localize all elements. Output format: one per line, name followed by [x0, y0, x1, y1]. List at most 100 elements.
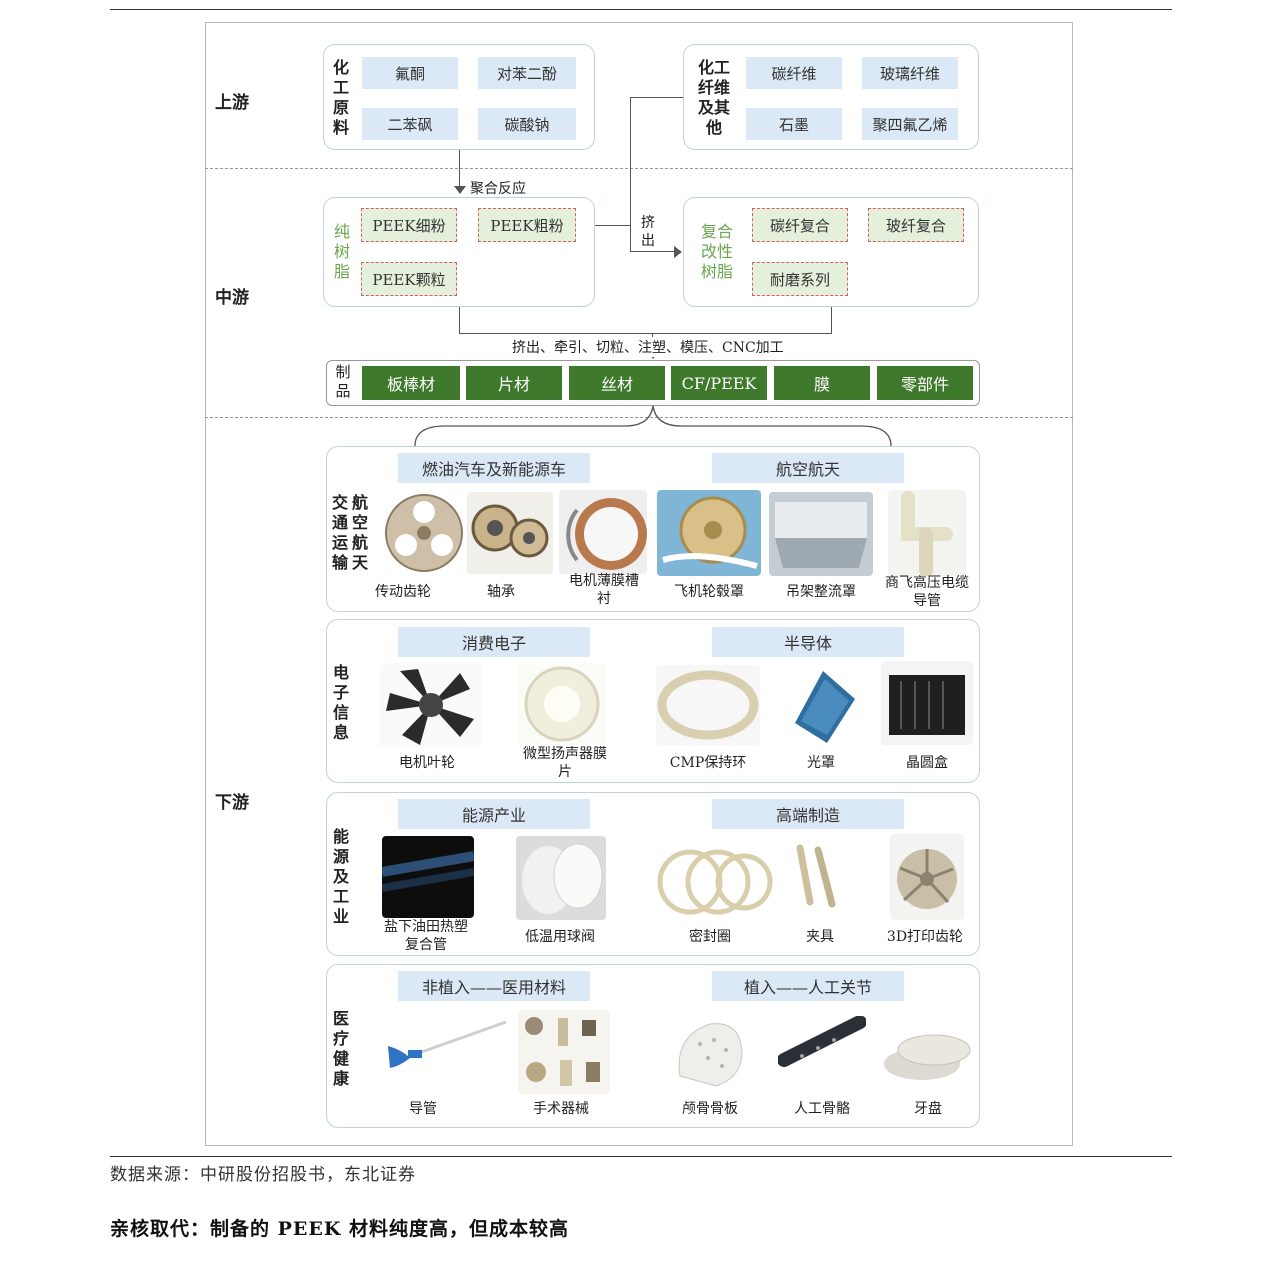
product-plate-rod: 板棒材 [362, 366, 460, 400]
transport-label: 交通运输 [331, 493, 348, 572]
3d-printed-gear-photo [890, 834, 964, 920]
arrowhead-composite [674, 246, 682, 258]
energy-label: 能源及工业 [332, 827, 349, 926]
transport-header-aerospace: 航空航天 [712, 453, 904, 483]
source-note: 数据来源：中研股份招股书，东北证券 [110, 1165, 416, 1185]
caption-cranial-plate: 颅骨骨板 [682, 1101, 738, 1117]
extrusion-note: 挤出 [641, 215, 655, 249]
fiber-item-graphite: 石墨 [746, 108, 842, 140]
transmission-gear-photo [385, 494, 463, 572]
diagram-frame [205, 22, 1073, 1146]
zone-label-upstream: 上游 [215, 93, 249, 113]
connector-composite-down [831, 307, 832, 334]
fiber-item-ptfe: 聚四氟乙烯 [862, 108, 958, 140]
caption-surgical-instruments: 手术器械 [533, 1101, 589, 1117]
fiber-item-glass-fiber: 玻璃纤维 [862, 57, 958, 89]
chem-item-diphenyl-sulfone: 二苯砜 [362, 108, 458, 140]
medical-label: 医疗健康 [332, 1009, 349, 1088]
product-cf-peek: CF/PEEK [671, 366, 767, 400]
chem-fiber-label: 化工纤维及其他 [697, 58, 730, 137]
fiber-item-carbon-fiber: 碳纤维 [746, 57, 842, 89]
subsalt-oilfield-pipe-photo [382, 836, 474, 918]
bottom-rule [110, 1156, 1172, 1157]
dental-disc-photo [878, 1026, 974, 1084]
composite-item-glass: 玻纤复合 [868, 208, 964, 242]
composite-resin-label: 复合改性树脂 [700, 222, 733, 281]
pylon-fairing-photo [769, 492, 873, 576]
caption-wheel-hub-cover: 飞机轮毂罩 [674, 584, 744, 600]
caption-transmission-gear: 传动齿轮 [375, 584, 431, 600]
cmp-retaining-ring-photo [656, 665, 760, 745]
electronics-header-semiconductor: 半导体 [712, 627, 904, 657]
electronics-header-consumer: 消费电子 [398, 627, 590, 657]
resin-item-peek-pellets: PEEK颗粒 [361, 262, 457, 296]
connector-resin-down [459, 307, 460, 334]
caption-cable-conduit: 商飞高压电缆导管 [885, 575, 969, 609]
medical-header-implant: 植入——人工关节 [712, 971, 904, 1001]
wafer-box-photo [881, 661, 973, 745]
products-label: 制品 [335, 363, 351, 400]
caption-3d-gear: 3D打印齿轮 [886, 929, 964, 945]
arrowhead-polymerization [454, 186, 466, 194]
caption-motor-impeller: 电机叶轮 [399, 755, 455, 771]
cryogenic-ball-valve-photo [516, 836, 606, 920]
caption-seal-ring: 密封圈 [689, 929, 731, 945]
seal-ring-photo [656, 842, 774, 922]
polymerization-note: 聚合反应 [470, 181, 526, 197]
aircraft-wheel-hub-cover-photo [657, 490, 761, 576]
caption-bearing: 轴承 [487, 584, 515, 600]
resin-item-peek-coarse-powder: PEEK粗粉 [478, 208, 576, 242]
product-filament: 丝材 [569, 366, 665, 400]
composite-item-wear-resistant: 耐磨系列 [752, 262, 848, 296]
motor-film-slot-liner-photo [559, 490, 647, 574]
medical-header-non-implant: 非植入——医用材料 [398, 971, 590, 1001]
artificial-bone-photo [778, 1016, 866, 1082]
caption-oilfield-pipe: 盐下油田热塑复合管 [384, 919, 468, 953]
connector-fiber-vertical [630, 97, 631, 252]
pure-resin-label: 纯树脂 [333, 222, 350, 281]
caption-dental-disc: 牙盘 [914, 1101, 942, 1117]
high-voltage-cable-conduit-photo [888, 490, 966, 576]
bearing-photo [467, 492, 553, 574]
caption-speaker-diaphragm: 微型扬声器膜片 [523, 746, 607, 780]
transport-header-auto: 燃油汽车及新能源车 [398, 453, 590, 483]
product-parts: 零部件 [877, 366, 973, 400]
connector-fiber-horizontal [630, 97, 683, 98]
fixture-clamp-photo [790, 842, 846, 912]
motor-impeller-photo [380, 663, 482, 747]
electronics-label: 电子信息 [332, 663, 349, 742]
composite-item-carbon: 碳纤复合 [752, 208, 848, 242]
energy-header-manufacturing: 高端制造 [712, 799, 904, 829]
surgical-instruments-photo [518, 1010, 610, 1094]
top-rule [110, 9, 1172, 10]
product-sheet: 片材 [466, 366, 562, 400]
micro-speaker-diaphragm-photo [518, 663, 606, 745]
process-note: 挤出、牵引、切粒、注塑、模压、CNC加工 [510, 337, 786, 357]
caption-pylon-fairing: 吊架整流罩 [786, 584, 856, 600]
caption-photomask: 光罩 [807, 755, 835, 771]
caption-ball-valve: 低温用球阀 [525, 929, 595, 945]
chem-raw-materials-label: 化工原料 [332, 58, 349, 137]
product-film: 膜 [774, 366, 870, 400]
connector-process-horizontal [459, 333, 832, 334]
chem-item-sodium-carbonate: 碳酸钠 [478, 108, 576, 140]
chem-item-fluoroketone: 氟酮 [362, 57, 458, 89]
caption-clamp: 夹具 [806, 929, 834, 945]
caption-motor-slot-liner: 电机薄膜槽衬 [569, 573, 639, 607]
zone-label-midstream: 中游 [215, 288, 249, 308]
divider-midstream-downstream [205, 417, 1073, 418]
caption-catheter: 导管 [409, 1101, 437, 1117]
photomask-photo [787, 663, 859, 745]
caption-artificial-bone: 人工骨骼 [794, 1101, 850, 1117]
connector-resin-to-composite [576, 225, 631, 226]
section-heading: 亲核取代：制备的 PEEK 材料纯度高，但成本较高 [110, 1218, 569, 1240]
energy-header-industry: 能源产业 [398, 799, 590, 829]
downstream-brace [414, 405, 892, 447]
divider-upstream-midstream [205, 168, 1073, 169]
caption-cmp-ring: CMP保持环 [669, 755, 747, 771]
connector-to-composite [630, 251, 675, 252]
chem-item-hydroquinone: 对苯二酚 [478, 57, 576, 89]
caption-wafer-box: 晶圆盒 [906, 755, 948, 771]
connector-polymerization [459, 150, 460, 188]
resin-item-peek-fine-powder: PEEK细粉 [361, 208, 457, 242]
